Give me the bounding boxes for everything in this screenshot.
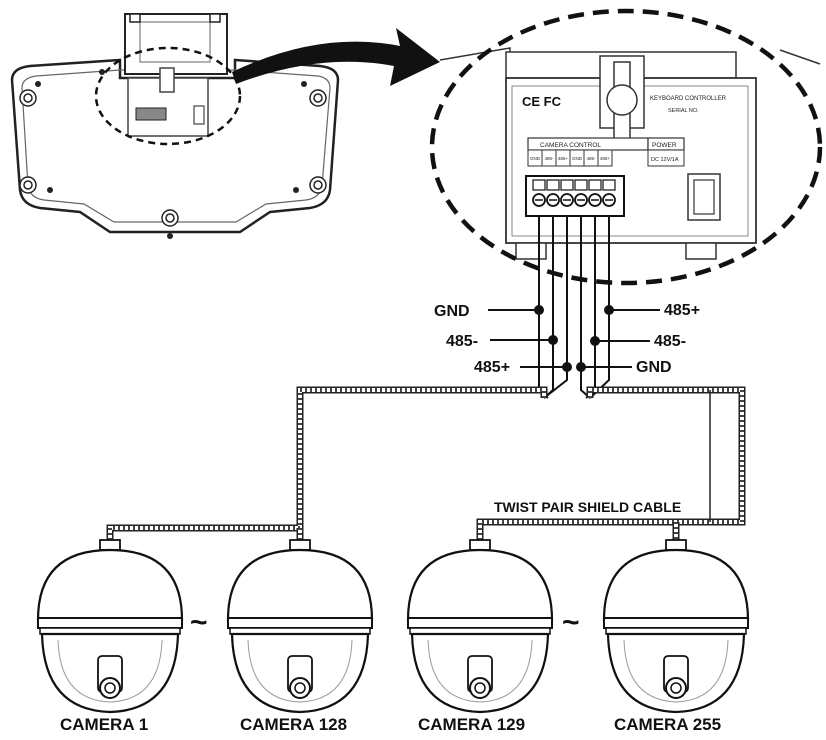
dome-camera — [226, 539, 374, 714]
camera-label-129: CAMERA 129 — [418, 715, 525, 734]
zoom-ellipse — [429, 8, 823, 286]
terminal-label: 485+ — [600, 156, 611, 161]
camera-label-1: CAMERA 1 — [60, 715, 148, 734]
camera-control-label: CAMERA CONTROL — [540, 142, 601, 149]
dome-camera — [36, 539, 184, 714]
twisted-pair-cables — [106, 386, 746, 545]
left-gnd-label: GND — [434, 303, 470, 320]
range-separator-right: ~ — [562, 606, 580, 639]
wire-junctions — [534, 305, 614, 372]
dome-camera — [406, 539, 554, 714]
terminal-label: 485+ — [558, 156, 569, 161]
terminal-label: 485- — [586, 156, 596, 161]
power-rating: DC 12V/1A — [651, 157, 679, 163]
serial-text: SERIAL NO. — [668, 108, 699, 114]
right-485-plus-label: 485+ — [664, 302, 700, 319]
camera-label-255: CAMERA 255 — [614, 715, 721, 734]
left-485-plus-label: 485+ — [474, 359, 510, 376]
range-separator-left: ~ — [190, 606, 208, 639]
camera-label-128: CAMERA 128 — [240, 715, 347, 734]
zoom-arrow — [232, 28, 440, 86]
right-gnd-label: GND — [636, 359, 672, 376]
camera-group — [36, 539, 750, 714]
left-485-minus-label: 485- — [446, 333, 478, 350]
cable-label: TWIST PAIR SHIELD CABLE — [494, 499, 681, 515]
terminal-screws — [532, 179, 616, 207]
model-text: KEYBOARD CONTROLLER — [650, 96, 727, 102]
cert-mark: CE FC — [522, 94, 562, 109]
terminal-label: 485- — [544, 156, 554, 161]
power-label: POWER — [652, 142, 677, 149]
keyboard-underside — [10, 13, 340, 239]
right-485-minus-label: 485- — [654, 333, 686, 350]
terminal-detail: CE FC KEYBOARD CONTROLLER SERIAL NO. CAM… — [439, 47, 821, 260]
terminal-label: GND — [572, 156, 583, 161]
dome-camera — [602, 539, 750, 714]
wire-leaders — [488, 309, 660, 368]
terminal-label: GND — [530, 156, 541, 161]
